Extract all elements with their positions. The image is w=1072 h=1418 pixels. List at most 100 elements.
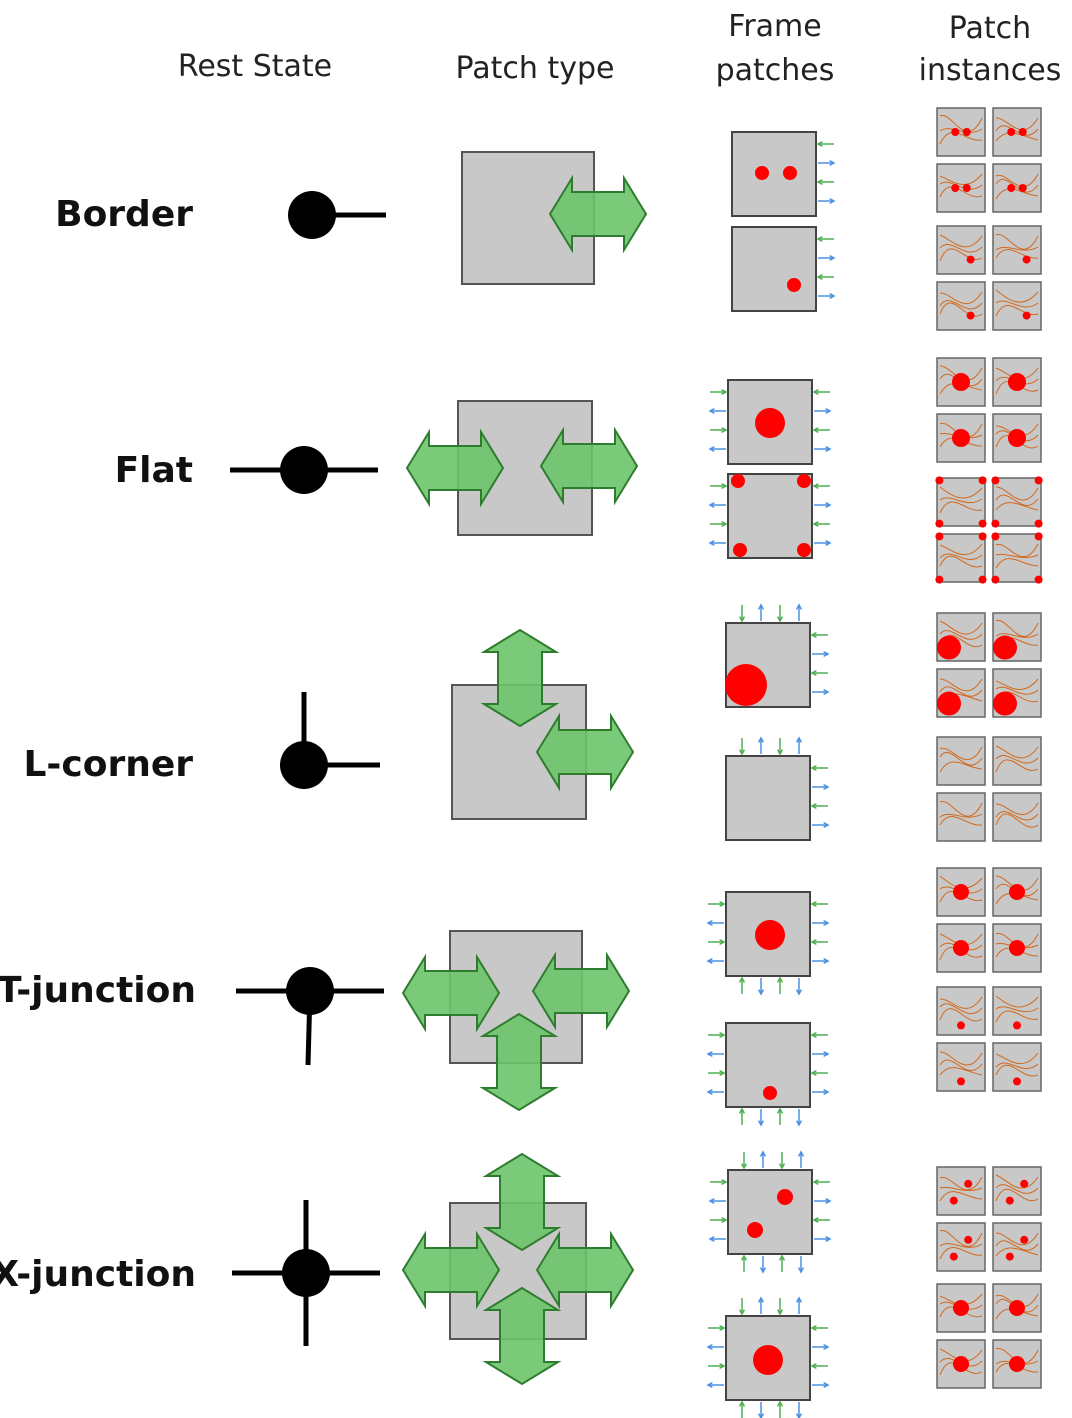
flow-arrowhead-icon bbox=[706, 1088, 713, 1096]
patch-instance bbox=[992, 923, 1042, 973]
flow-arrowhead-icon bbox=[810, 1069, 817, 1077]
red-dot-icon bbox=[1009, 1300, 1025, 1316]
contour-line bbox=[939, 173, 983, 198]
flow-arrowhead-icon bbox=[738, 1400, 746, 1407]
contour-line bbox=[995, 802, 1039, 828]
frame-patch-square bbox=[727, 1169, 813, 1255]
patch-instance bbox=[936, 107, 986, 157]
red-dot-icon bbox=[953, 940, 969, 956]
red-dot-icon bbox=[755, 920, 785, 950]
red-dot-icon bbox=[725, 664, 767, 706]
header-frame-patches-line2: patches bbox=[716, 53, 835, 88]
patch-instance bbox=[992, 163, 1042, 213]
patch-instance bbox=[936, 1222, 986, 1272]
flow-arrowhead-icon bbox=[719, 1362, 726, 1370]
patch-instance-square bbox=[992, 1222, 1042, 1272]
red-dot-icon bbox=[1007, 184, 1016, 192]
patch-instance bbox=[991, 532, 1043, 584]
flow-arrowhead-icon bbox=[810, 669, 817, 677]
flow-arrowhead-icon bbox=[812, 1216, 819, 1224]
patch-instance bbox=[936, 357, 986, 407]
red-dot-icon bbox=[1008, 373, 1026, 391]
patch-instance bbox=[936, 1283, 986, 1333]
header-patch-instances-line1: Patch bbox=[949, 11, 1031, 46]
patch-instance-group bbox=[936, 107, 1042, 213]
patch-instance bbox=[992, 1283, 1042, 1333]
patch-type-t-junction bbox=[401, 930, 631, 1112]
flow-arrowhead-icon bbox=[795, 603, 803, 610]
patch-instance-square bbox=[992, 281, 1042, 331]
patch-instance bbox=[936, 986, 986, 1036]
red-dot-icon bbox=[797, 543, 811, 557]
contour-line bbox=[939, 996, 983, 1022]
flow-arrowhead-icon bbox=[816, 235, 823, 243]
patch-instance-group bbox=[936, 225, 1042, 331]
red-dot-icon bbox=[733, 543, 747, 557]
flow-arrowhead-icon bbox=[740, 1254, 748, 1261]
flow-arrowhead-icon bbox=[823, 821, 830, 829]
contour-line bbox=[995, 233, 1039, 259]
frame-patch bbox=[708, 1150, 832, 1274]
contour-line bbox=[995, 995, 1039, 1023]
patch-instance bbox=[992, 1042, 1042, 1092]
flow-arrowhead-icon bbox=[719, 1031, 726, 1039]
patch-instance-square bbox=[936, 1166, 986, 1216]
contour-line bbox=[995, 173, 1039, 200]
patch-instance bbox=[992, 357, 1042, 407]
red-dot-icon bbox=[783, 166, 797, 180]
row-label-border: Border bbox=[55, 194, 193, 235]
patch-instance bbox=[936, 281, 986, 331]
patch-instance bbox=[936, 163, 986, 213]
red-dot-icon bbox=[755, 166, 769, 180]
frame-patch-square bbox=[731, 226, 817, 312]
patch-instance-square bbox=[992, 736, 1042, 786]
flow-arrowhead-icon bbox=[810, 1031, 817, 1039]
contour-line bbox=[939, 1230, 983, 1260]
contour-line bbox=[995, 289, 1039, 317]
flow-arrowhead-icon bbox=[776, 1107, 784, 1114]
patch-instance bbox=[992, 281, 1042, 331]
red-dot-icon bbox=[1009, 884, 1025, 900]
red-dot-icon bbox=[731, 474, 745, 488]
red-dot-icon bbox=[993, 635, 1017, 660]
flow-arrowhead-icon bbox=[721, 520, 728, 528]
patch-instance bbox=[936, 668, 986, 718]
patch-instance bbox=[936, 612, 986, 662]
flow-arrowhead-icon bbox=[738, 1107, 746, 1114]
header-frame-patches-line1: Frame bbox=[728, 9, 821, 44]
patch-instance bbox=[991, 476, 1043, 528]
red-dot-icon bbox=[1020, 1235, 1029, 1244]
red-dot-icon bbox=[951, 128, 960, 136]
patch-instance-square bbox=[992, 533, 1042, 583]
red-dot-icon bbox=[1022, 255, 1031, 264]
flow-arrowhead-icon bbox=[776, 1400, 784, 1407]
patch-instance bbox=[936, 792, 986, 842]
flow-arrowhead-icon bbox=[816, 140, 823, 148]
patch-instance bbox=[992, 668, 1042, 718]
red-dot-icon bbox=[1008, 429, 1026, 447]
red-dot-icon bbox=[1020, 1179, 1029, 1188]
frame-patch bbox=[706, 1022, 830, 1127]
red-dot-icon bbox=[953, 1356, 969, 1372]
patch-instance bbox=[992, 225, 1042, 275]
green-double-arrow-icon bbox=[479, 1012, 559, 1112]
contour-line bbox=[995, 486, 1039, 511]
flow-arrowhead-icon bbox=[738, 616, 746, 623]
flow-arrowhead-icon bbox=[812, 1178, 819, 1186]
red-dot-icon bbox=[1013, 1021, 1021, 1030]
flow-arrowhead-icon bbox=[738, 976, 746, 983]
red-dot-icon bbox=[753, 1345, 783, 1375]
patch-instance bbox=[992, 413, 1042, 463]
rest-state-border bbox=[288, 191, 386, 239]
red-dot-icon bbox=[962, 128, 971, 136]
red-dot-icon bbox=[797, 474, 811, 488]
red-dot-icon bbox=[957, 1021, 965, 1030]
red-dot-icon bbox=[978, 532, 987, 541]
patch-instance bbox=[936, 225, 986, 275]
red-dot-icon bbox=[1009, 1356, 1025, 1372]
patch-instance bbox=[936, 1166, 986, 1216]
flow-arrowhead-icon bbox=[823, 688, 830, 696]
red-dot-icon bbox=[1018, 184, 1027, 192]
patch-type-flat bbox=[405, 400, 639, 536]
red-dot-icon bbox=[952, 373, 970, 391]
